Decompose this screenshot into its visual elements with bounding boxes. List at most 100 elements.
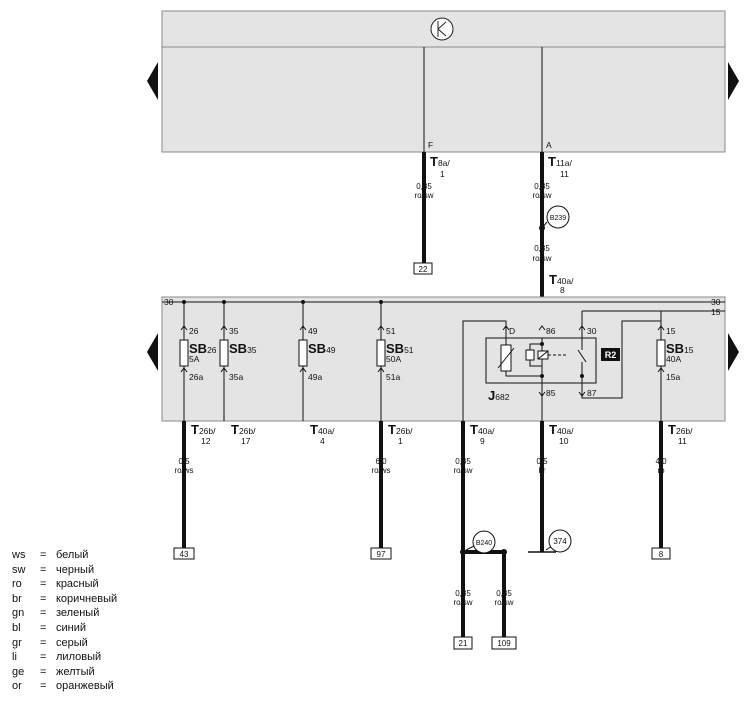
svg-text:49: 49 — [308, 326, 318, 336]
fuse-sb51: 51 SB51 50A 51a — [376, 302, 414, 421]
bottom-wire-b240: T40a/ 9 0,35 ro/sw B240 0,35 ro/sw 0,35 … — [453, 421, 517, 650]
svg-text:ro/sw: ro/sw — [453, 598, 472, 607]
svg-text:SB35: SB35 — [229, 341, 257, 356]
conn-t40a-8-pin: 8 — [560, 285, 565, 295]
svg-text:26a: 26a — [189, 372, 203, 382]
svg-text:86: 86 — [546, 326, 556, 336]
svg-text:T40a/: T40a/ — [549, 422, 574, 437]
legend-row: or=оранжевый — [12, 679, 117, 694]
legend-row: ro=красный — [12, 577, 117, 592]
svg-text:br: br — [538, 466, 545, 475]
legend-code: ge — [12, 665, 25, 678]
wire-color: ro/sw — [532, 254, 551, 263]
legend-eq: = — [40, 592, 47, 605]
splice-b240 — [472, 530, 496, 554]
svg-text:97: 97 — [377, 550, 386, 559]
svg-text:15: 15 — [666, 326, 676, 336]
wire-gauge: 0,35 — [534, 244, 550, 253]
svg-text:43: 43 — [180, 550, 189, 559]
pin-letter-a: A — [546, 140, 552, 150]
svg-text:12: 12 — [201, 436, 211, 446]
legend-eq: = — [40, 549, 47, 561]
svg-text:374: 374 — [553, 537, 567, 546]
svg-text:ro/sw: ro/sw — [453, 466, 472, 475]
legend-eq: = — [40, 651, 47, 664]
svg-text:0,35: 0,35 — [496, 589, 512, 598]
legend-row: gn = зеленый — [12, 606, 117, 621]
svg-text:1: 1 — [398, 436, 403, 446]
conn-t8a-pin: 1 — [440, 169, 445, 179]
svg-text:ro/ws: ro/ws — [174, 466, 193, 475]
svg-text:51: 51 — [386, 326, 396, 336]
ground-point-374 — [548, 529, 572, 553]
svg-text:50A: 50A — [386, 354, 401, 364]
bottom-wire-43: T26b/ 12 0,5 ro/ws 43 — [173, 421, 216, 560]
svg-text:SB51: SB51 — [386, 341, 414, 356]
conn-t11a-pin: 11 — [560, 169, 569, 179]
bottom-wire-8: T26b/ 11 4,0 ro 8 — [651, 421, 693, 560]
svg-text:SB15: SB15 — [666, 341, 694, 356]
svg-text:26: 26 — [189, 326, 199, 336]
legend-row: li=лиловый — [12, 650, 117, 665]
legend-name: желтый — [56, 665, 95, 678]
svg-text:J682: J682 — [488, 388, 510, 403]
svg-text:0,5: 0,5 — [536, 457, 548, 466]
legend-name: оранжевый — [56, 680, 114, 693]
svg-text:85: 85 — [546, 388, 556, 398]
svg-text:5A: 5A — [189, 354, 200, 364]
legend-row: gr=серый — [12, 636, 117, 651]
legend-code: ro — [12, 578, 22, 591]
svg-text:8: 8 — [659, 550, 664, 559]
svg-text:B240: B240 — [476, 540, 492, 547]
legend-name: зеленый — [56, 607, 100, 620]
pin-letter-f: F — [428, 140, 433, 150]
triangle-arrow-icon — [728, 333, 739, 371]
relay-j682: D 86 85 30 87 R2 J682 — [462, 311, 661, 421]
svg-text:ro/sw: ro/sw — [494, 598, 513, 607]
fuse-sb35: 35 SB35 35a — [219, 302, 257, 421]
legend-row: bl=синий — [12, 621, 117, 636]
legend-code: gn — [12, 607, 25, 620]
legend-row: ge = желтый — [12, 665, 117, 680]
svg-text:21: 21 — [459, 639, 468, 648]
svg-text:11: 11 — [678, 436, 687, 446]
legend-name: черный — [56, 563, 95, 576]
legend-code: ws — [12, 549, 26, 561]
svg-text:0,5: 0,5 — [178, 457, 190, 466]
legend-eq: = — [40, 563, 47, 576]
legend-name: белый — [56, 549, 89, 561]
legend-name: коричневый — [56, 592, 118, 605]
bus-label-30-right: 30 — [711, 297, 721, 307]
legend-code: li — [12, 651, 17, 664]
svg-text:109: 109 — [497, 639, 511, 648]
dest-box-22 — [413, 262, 433, 275]
legend-eq: = — [40, 578, 47, 591]
conn-t26b-17-pin: 17 — [241, 436, 251, 446]
conn-t40a-4-pin: 4 — [320, 436, 325, 446]
legend-code: br — [12, 592, 22, 605]
triangle-arrow-icon — [147, 333, 158, 371]
legend-row: sw=черный — [12, 563, 117, 578]
svg-text:10: 10 — [559, 436, 569, 446]
conn-t8a: T8a/ — [430, 154, 450, 169]
conn-t26b-17: T26b/ — [231, 422, 256, 437]
svg-text:9: 9 — [480, 436, 485, 446]
svg-text:SB49: SB49 — [308, 341, 336, 356]
svg-text:35: 35 — [229, 326, 239, 336]
svg-text:4,0: 4,0 — [655, 457, 667, 466]
svg-text:T26b/: T26b/ — [668, 422, 693, 437]
legend-eq: = — [40, 665, 47, 678]
legend-eq: = — [40, 680, 47, 693]
legend-name: серый — [56, 636, 88, 649]
bottom-wire-97: T26b/ 1 6,0 ro/ws 97 — [370, 421, 413, 560]
legend-eq: = — [40, 621, 47, 634]
legend-eq: = — [40, 607, 47, 620]
svg-text:T40a/: T40a/ — [470, 422, 495, 437]
bus-label-30-left: 30 — [164, 297, 174, 307]
legend-code: bl — [12, 621, 21, 634]
conn-t11a: T11a/ — [548, 154, 573, 169]
conn-t40a-8: T40a/ — [549, 272, 574, 287]
svg-text:ro: ro — [657, 466, 665, 475]
svg-text:0,35: 0,35 — [455, 457, 471, 466]
